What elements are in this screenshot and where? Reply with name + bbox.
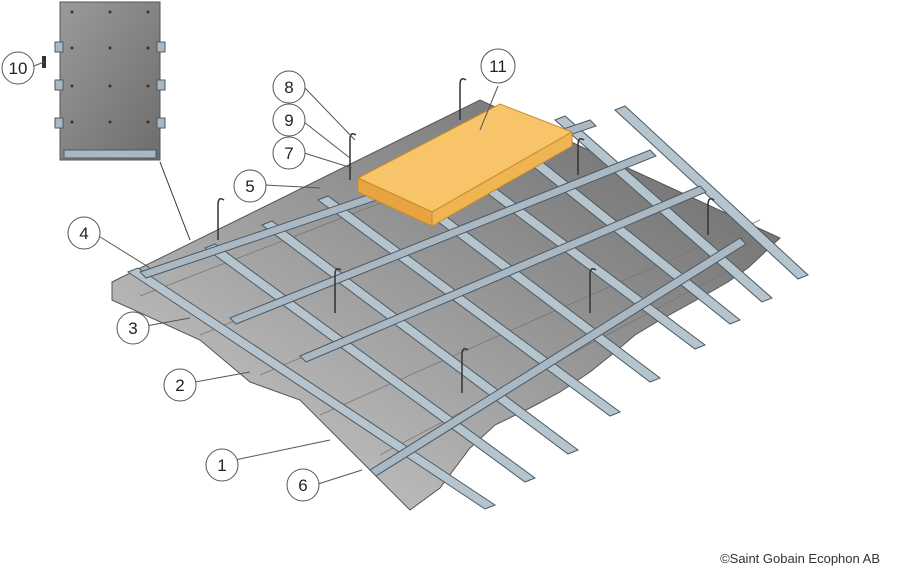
svg-text:11: 11: [489, 57, 507, 76]
svg-text:6: 6: [298, 476, 307, 495]
svg-text:9: 9: [284, 111, 293, 130]
detail-panel: [42, 1, 191, 241]
insulation-block: [356, 103, 574, 227]
callout-2: 2: [163, 368, 197, 402]
callout-11: 11: [480, 48, 516, 84]
callout-1: 1: [205, 448, 239, 482]
copyright-notice: ©Saint Gobain Ecophon AB: [720, 551, 880, 566]
callout-3: 3: [116, 311, 150, 345]
svg-text:2: 2: [175, 376, 184, 395]
svg-text:5: 5: [245, 177, 254, 196]
svg-text:8: 8: [284, 78, 293, 97]
callout-6: 6: [286, 468, 320, 502]
callout-7: 7: [272, 136, 306, 170]
svg-text:4: 4: [79, 224, 88, 243]
hangers: [217, 78, 715, 393]
svg-text:7: 7: [284, 144, 293, 163]
callout-9: 9: [272, 103, 306, 137]
svg-text:10: 10: [9, 59, 28, 78]
callout-leaders: [33, 61, 499, 485]
callout-10: 10: [1, 51, 35, 85]
callout-5: 5: [233, 169, 267, 203]
callout-4: 4: [67, 216, 101, 250]
svg-text:3: 3: [128, 319, 137, 338]
svg-text:1: 1: [217, 456, 226, 475]
callout-8: 8: [272, 70, 306, 104]
callouts: 1 2 3 4 5 6 7 8 9 10 11: [1, 48, 516, 502]
